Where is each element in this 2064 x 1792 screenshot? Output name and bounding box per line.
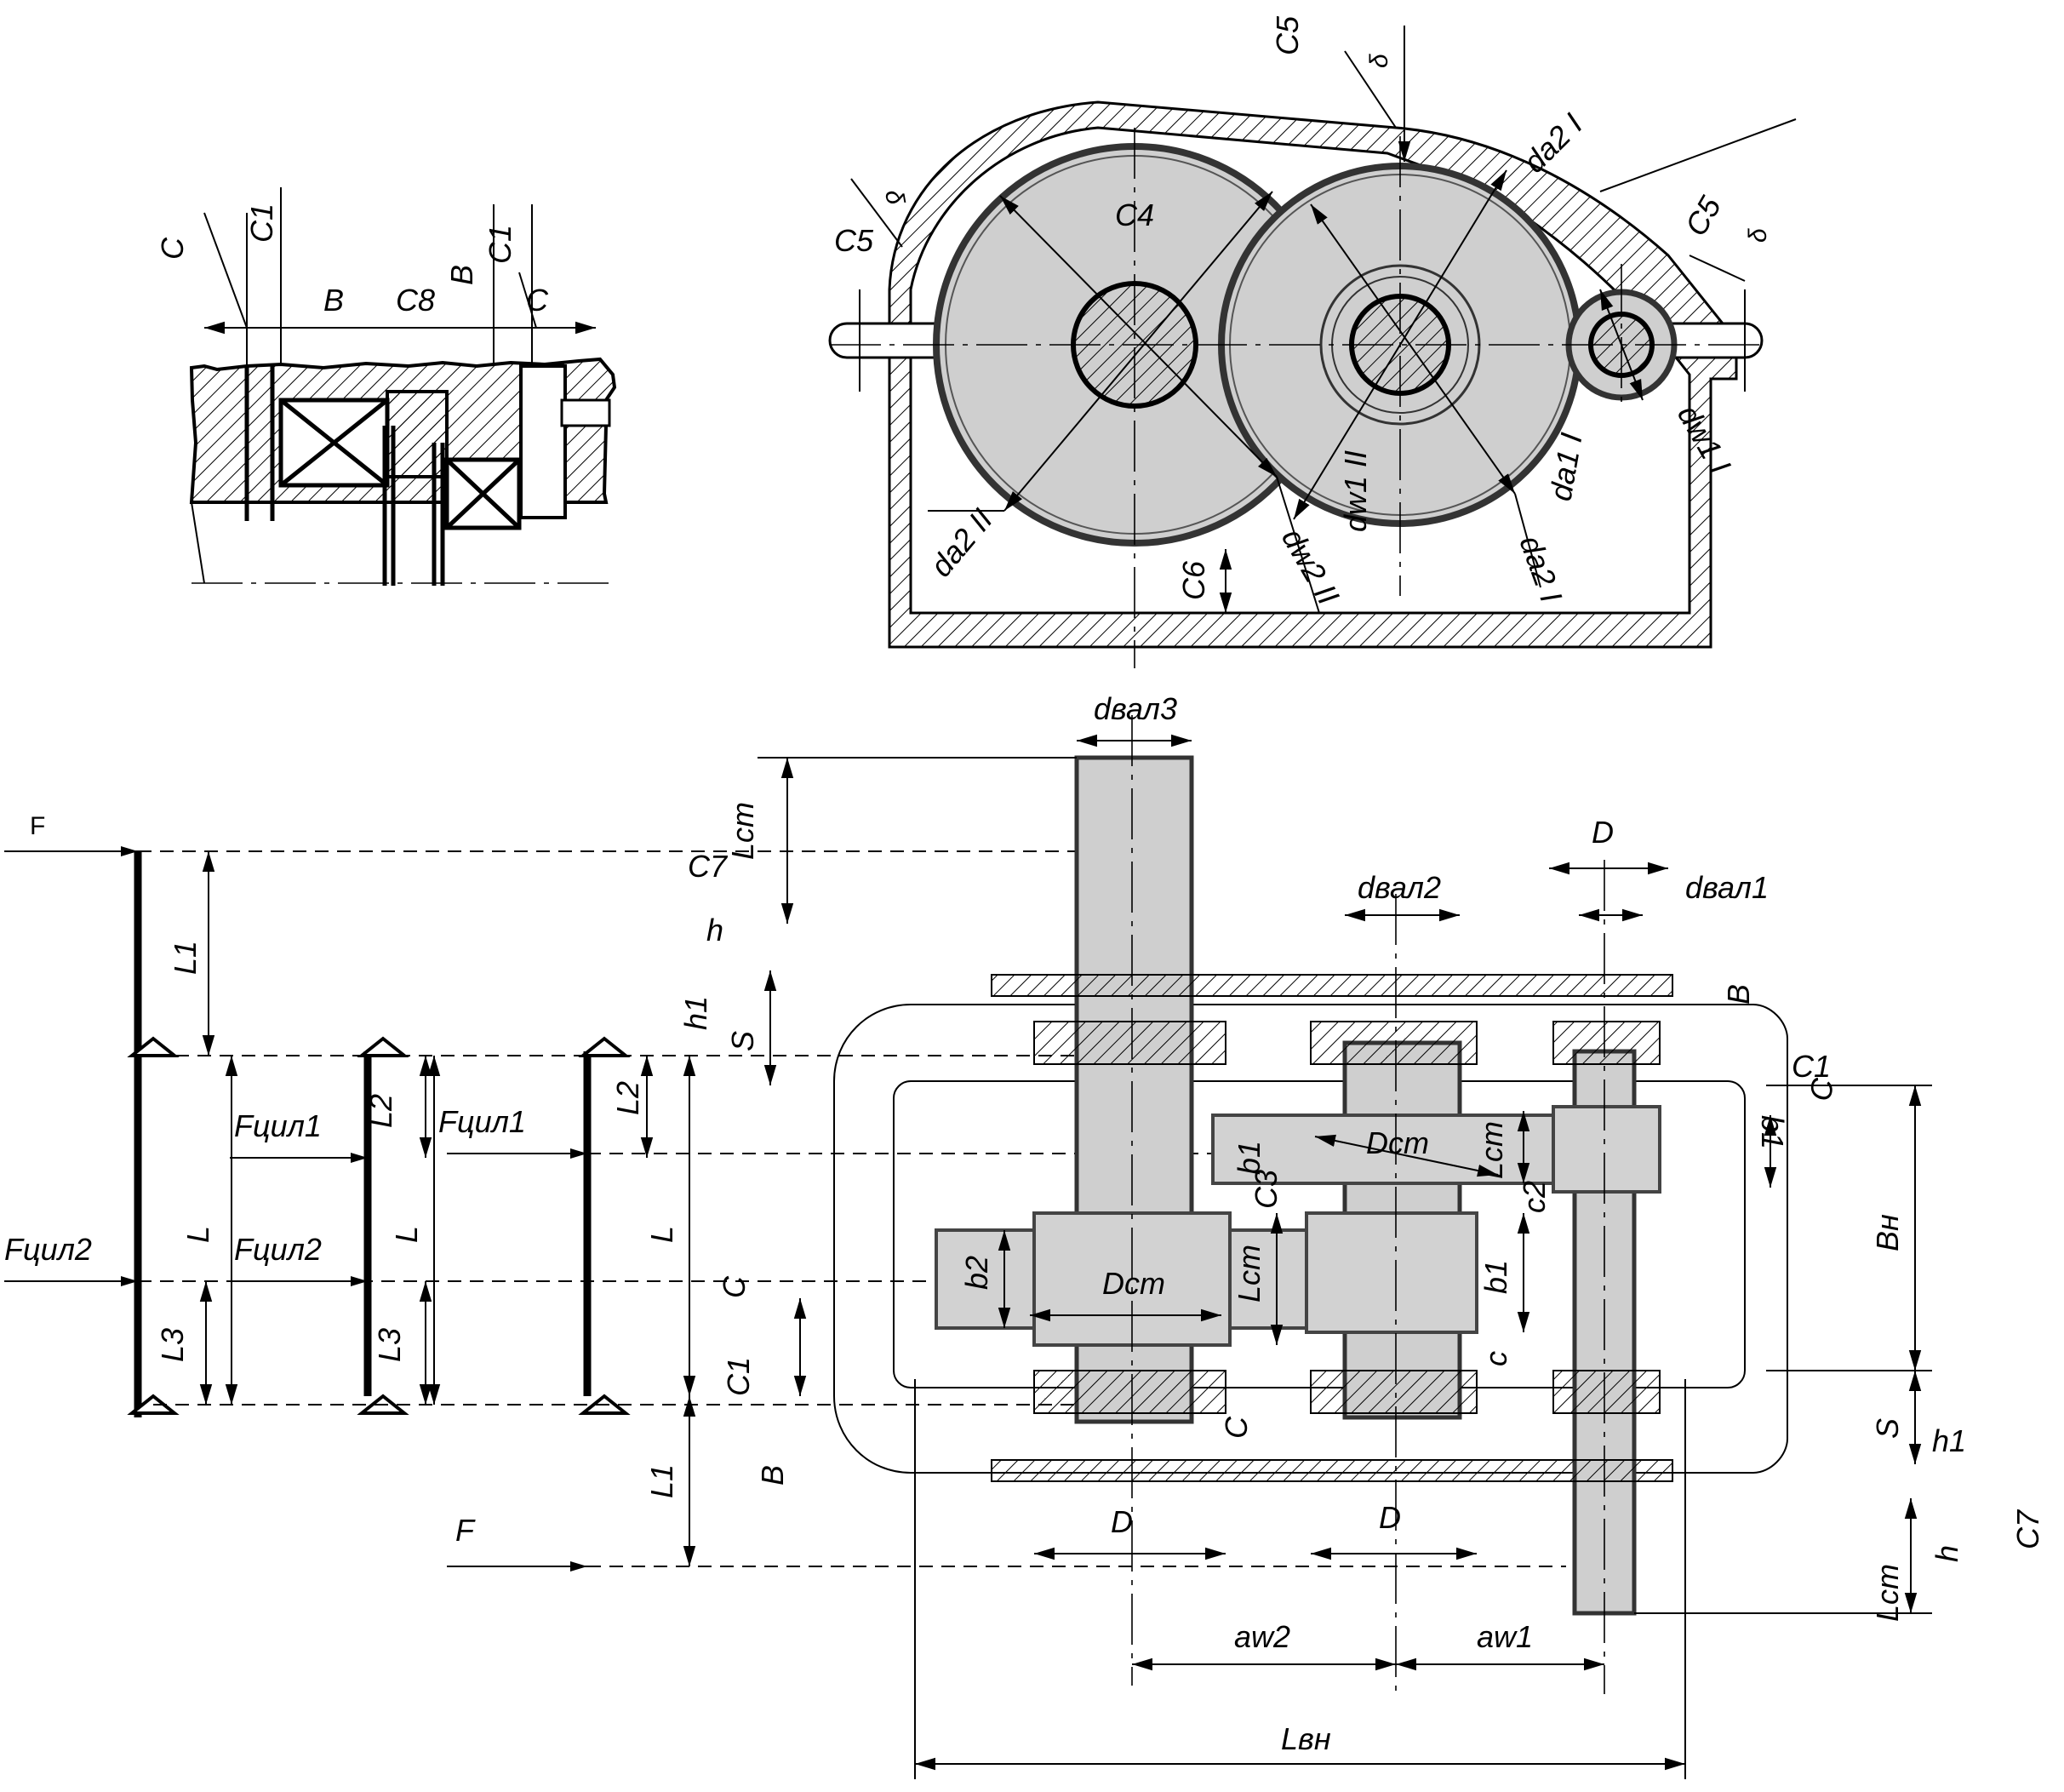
shaft-load-schemes (4, 846, 1566, 1572)
label-b-left: B (323, 283, 344, 318)
label-d-top: D (1592, 815, 1614, 850)
label-c8: C8 (396, 283, 435, 318)
label-aw2: aw2 (1234, 1619, 1290, 1654)
label-b2: b2 (959, 1256, 994, 1290)
label-lst-lower: Lст (1232, 1245, 1266, 1302)
label-dst-lower: Dст (1102, 1266, 1165, 1301)
label-h1-left: h1 (678, 996, 713, 1030)
bearing-detail-view (189, 187, 617, 586)
label-f-bottom: F (455, 1513, 476, 1548)
gearbox-top-view (828, 26, 1797, 668)
label-lst-top: Lст (725, 802, 760, 860)
label-c2: c2 (1517, 1181, 1552, 1213)
label-bn: Bн (1870, 1214, 1905, 1251)
label-c7-right: C7 (2010, 1509, 2045, 1549)
label-c-bottom: C (1219, 1416, 1254, 1439)
label-s-right: S (1870, 1418, 1905, 1439)
label-aw1: aw1 (1477, 1619, 1533, 1654)
label-s-left: S (725, 1031, 760, 1051)
label-c7-left: C7 (688, 849, 729, 884)
label-c3: C3 (1249, 1170, 1284, 1209)
spacer-c8 (386, 390, 449, 478)
label-c1-right: C1 (1792, 1049, 1831, 1084)
label-dval3: dвал3 (1094, 691, 1177, 726)
label-l1-top: L1 (168, 941, 203, 975)
label-c1-right: C1 (483, 225, 517, 264)
label-c-left: C (155, 237, 190, 260)
label-c6: C6 (1176, 560, 1211, 600)
label-dval2: dвал2 (1358, 870, 1441, 905)
label-lst-right: Lст (1870, 1564, 1905, 1622)
label-c5-left: C5 (834, 223, 874, 258)
label-f-top: F (30, 812, 45, 840)
label-c1-left: C1 (244, 203, 279, 243)
label-c4: C4 (1115, 198, 1154, 232)
label-h-right: h (1930, 1545, 1964, 1562)
label-lvn: Lвн (1281, 1721, 1331, 1756)
label-c-small: c (1478, 1351, 1513, 1366)
label-lst-upper: Lст (1474, 1121, 1509, 1179)
label-delta-right: δ (1744, 228, 1772, 243)
label-l2-b: L2 (610, 1081, 645, 1115)
label-b-left: B (755, 1465, 790, 1486)
label-dval1: dвал1 (1685, 870, 1769, 905)
label-l1-bottom: L1 (644, 1464, 679, 1498)
label-d-bottom-left: D (1111, 1504, 1133, 1539)
label-b-right: B (1721, 984, 1756, 1005)
label-fcyl2-b: Fцил2 (234, 1232, 322, 1267)
label-dw1-ii: dw1 II (1338, 450, 1373, 532)
label-b1-lower: b1 (1478, 1260, 1513, 1294)
label-fcyl1-b: Fцил1 (438, 1104, 526, 1139)
label-b1-upper: b1 (1232, 1141, 1266, 1175)
label-dst-upper: Dст (1366, 1125, 1429, 1160)
label-l2-a: L2 (363, 1094, 398, 1128)
label-c5-top: C5 (1270, 15, 1305, 55)
label-h-left: h (706, 913, 723, 948)
label-l-c: L (644, 1226, 679, 1243)
label-fcyl2-a: Fцил2 (4, 1232, 92, 1267)
label-c-right: C (1803, 1075, 1841, 1104)
label-h1-right: h1 (1932, 1423, 1966, 1458)
label-c5-right: C5 (1678, 190, 1728, 242)
label-c-right: C (526, 283, 549, 318)
label-b-right: B (444, 265, 479, 285)
label-c1-left: C1 (721, 1357, 756, 1396)
label-c-left: C (717, 1275, 752, 1298)
label-b1-right: b1 (1755, 1115, 1790, 1149)
label-delta-left: δ (879, 187, 909, 206)
gearbox-plan-view (758, 715, 1932, 1779)
housing-plan-outline (833, 1004, 1788, 1474)
label-l3-b: L3 (372, 1328, 407, 1362)
label-fcyl1-a: Fцил1 (234, 1108, 322, 1143)
label-l-a: L (180, 1226, 215, 1243)
label-d-bottom-mid: D (1379, 1500, 1401, 1535)
label-l3-a: L3 (155, 1328, 190, 1362)
label-delta-top: δ (1365, 54, 1393, 68)
label-l-b: L (389, 1226, 424, 1243)
